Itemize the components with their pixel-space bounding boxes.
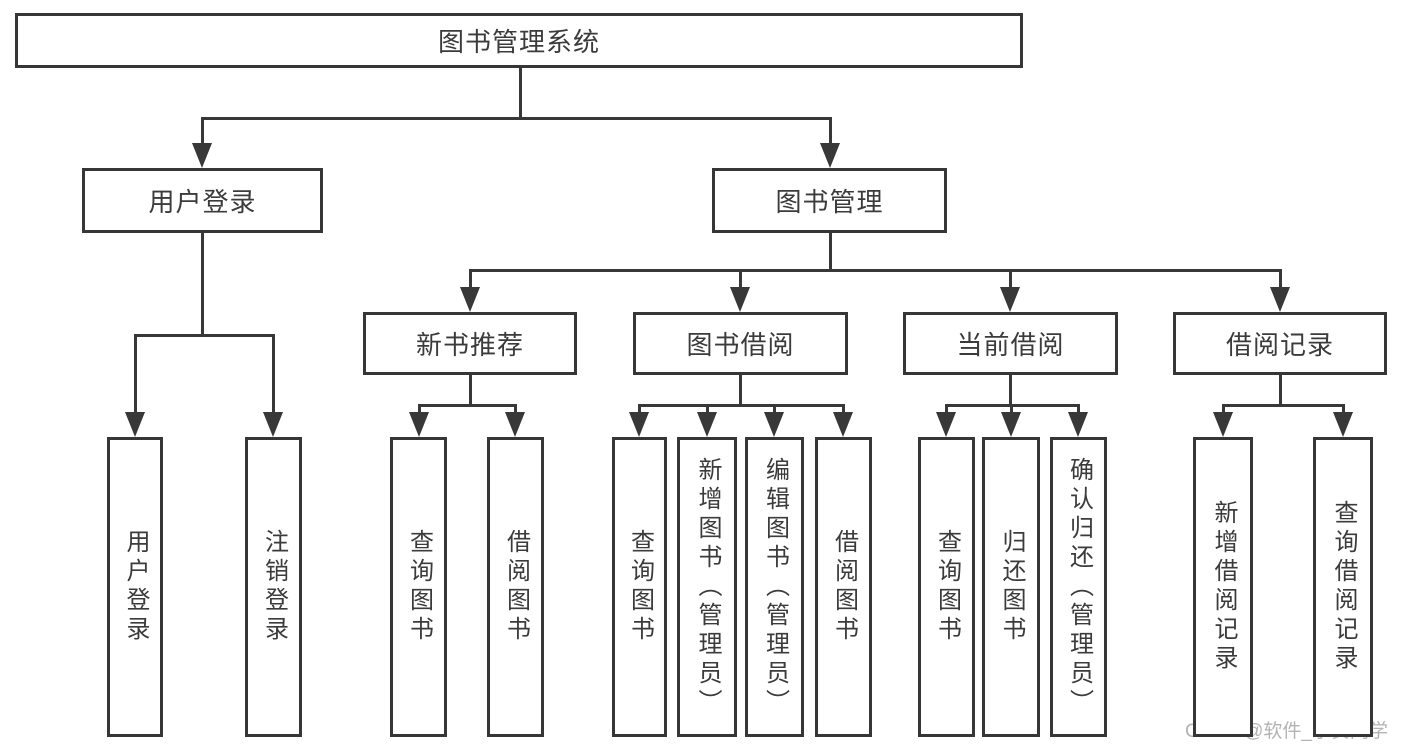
node-current-borrowing: 当前借阅: [903, 312, 1118, 375]
connector-arrow-shaft: [1077, 404, 1080, 417]
arrowhead-down-icon: [505, 412, 525, 437]
arrowhead-down-icon: [936, 412, 956, 437]
node-query-borrow-record: 查询借阅记录: [1313, 437, 1373, 737]
connector-arrow-shaft: [1222, 404, 1225, 417]
arrowhead-down-icon: [1068, 412, 1088, 437]
arrowhead-down-icon: [125, 412, 145, 437]
arrowhead-down-icon: [1213, 412, 1233, 437]
connector-line-vertical: [739, 375, 742, 405]
connector-arrow-shaft: [773, 404, 776, 417]
connector-arrow-shaft: [842, 404, 845, 417]
connector-line-horizontal: [469, 269, 1281, 272]
connector-line-horizontal: [134, 334, 274, 337]
connector-arrow-shaft: [706, 404, 709, 417]
arrowhead-down-icon: [263, 412, 283, 437]
node-logout: 注销登录: [245, 437, 302, 737]
node-user-login: 用户登录: [107, 437, 163, 737]
node-query-books-current: 查询图书: [918, 437, 975, 737]
arrowhead-down-icon: [697, 412, 717, 437]
arrowhead-down-icon: [460, 287, 480, 312]
connector-arrow-shaft: [829, 117, 832, 148]
connector-arrow-shaft: [134, 334, 137, 417]
connector-arrow-shaft: [272, 334, 275, 417]
connector-arrow-shaft: [514, 404, 517, 417]
arrowhead-down-icon: [764, 412, 784, 437]
connector-arrow-shaft: [945, 404, 948, 417]
arrowhead-down-icon: [629, 412, 649, 437]
node-library-management-system: 图书管理系统: [15, 13, 1023, 68]
node-borrow-books-borrowing: 借阅图书: [815, 437, 872, 737]
connector-line-vertical: [829, 233, 832, 270]
node-borrowing-records: 借阅记录: [1173, 312, 1387, 375]
connector-line-vertical: [519, 68, 522, 118]
arrowhead-down-icon: [1333, 412, 1353, 437]
connector-line-horizontal: [1222, 404, 1344, 407]
connector-arrow-shaft: [1009, 269, 1012, 292]
connector-arrow-shaft: [1342, 404, 1345, 417]
node-query-books-borrowing: 查询图书: [612, 437, 667, 737]
node-edit-books-admin: 编辑图书（管理员）: [745, 437, 804, 737]
connector-arrow-shaft: [1279, 269, 1282, 292]
connector-line-vertical: [201, 233, 204, 335]
connector-arrow-shaft: [739, 269, 742, 292]
node-confirm-return-admin: 确认归还（管理员）: [1050, 437, 1107, 737]
connector-line-vertical: [469, 375, 472, 405]
connector-arrow-shaft: [201, 117, 204, 148]
connector-arrow-shaft: [1010, 404, 1013, 417]
connector-line-horizontal: [418, 404, 516, 407]
arrowhead-down-icon: [192, 143, 212, 168]
node-borrow-books-recommend: 借阅图书: [487, 437, 544, 737]
connector-line-vertical: [1279, 375, 1282, 405]
arrowhead-down-icon: [833, 412, 853, 437]
connector-line-horizontal: [201, 117, 831, 120]
node-query-books-recommend: 查询图书: [390, 437, 447, 737]
arrowhead-down-icon: [1001, 412, 1021, 437]
connector-arrow-shaft: [638, 404, 641, 417]
arrowhead-down-icon: [1000, 287, 1020, 312]
node-book-borrowing: 图书借阅: [633, 312, 848, 375]
arrowhead-down-icon: [409, 412, 429, 437]
connector-line-horizontal: [638, 404, 844, 407]
node-add-books-admin: 新增图书（管理员）: [677, 437, 737, 737]
node-add-borrow-record: 新增借阅记录: [1193, 437, 1253, 737]
node-return-books: 归还图书: [982, 437, 1040, 737]
connector-arrow-shaft: [469, 269, 472, 292]
arrowhead-down-icon: [820, 143, 840, 168]
arrowhead-down-icon: [1270, 287, 1290, 312]
connector-line-vertical: [1009, 375, 1012, 405]
arrowhead-down-icon: [730, 287, 750, 312]
node-new-book-recommendation: 新书推荐: [363, 312, 577, 375]
node-book-management: 图书管理: [712, 168, 947, 233]
node-user-login-branch: 用户登录: [82, 168, 323, 233]
connector-arrow-shaft: [418, 404, 421, 417]
